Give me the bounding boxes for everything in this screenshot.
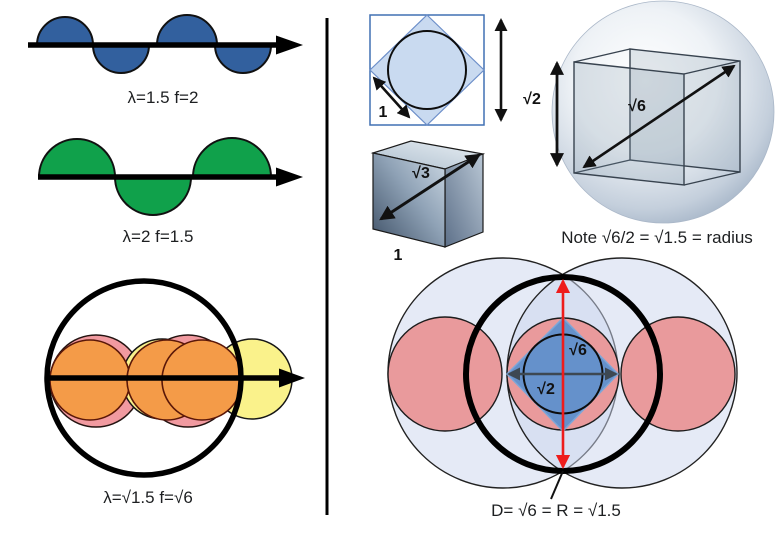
overlapping-circles-figure: √6 √2 D= √6 = R = √1.5 bbox=[387, 257, 738, 520]
salmon-circle-right bbox=[620, 316, 736, 432]
cube-diagonal-label: √3 bbox=[412, 165, 430, 182]
sphere-diagonal-label: √6 bbox=[628, 98, 646, 115]
wave1-arrowhead bbox=[276, 35, 303, 55]
circles-caption: D= √6 = R = √1.5 bbox=[491, 501, 621, 520]
vertical-arrow-label: √6 bbox=[569, 342, 587, 359]
inscribed-square-figure: 1 √2 bbox=[369, 14, 541, 126]
caption-connector-line bbox=[550, 470, 564, 500]
sphere-note: Note √6/2 = √1.5 = radius bbox=[561, 228, 753, 247]
cube-diagonal-arrow bbox=[379, 153, 481, 221]
wave1-label: λ=1.5 f=2 bbox=[128, 88, 199, 107]
wave1-hump bbox=[35, 16, 95, 46]
unit-cube-figure: √3 1 bbox=[370, 140, 486, 264]
side-measure-arrow bbox=[372, 76, 411, 119]
wave1-hump bbox=[213, 44, 273, 74]
sphere-cube-diagonal-arrow bbox=[582, 64, 736, 169]
wave-sqrt15-circle-figure: λ=√1.5 f=√6 bbox=[44, 278, 305, 507]
inscribed-circle bbox=[387, 30, 467, 110]
wave1-hump bbox=[155, 14, 219, 46]
wave2-hump bbox=[191, 137, 273, 178]
horizontal-arrow-label: √2 bbox=[537, 381, 555, 398]
cube-front-face bbox=[573, 61, 685, 186]
wave2-hump bbox=[113, 176, 193, 216]
salmon-circle-left bbox=[387, 316, 503, 432]
cube-side-label: 1 bbox=[394, 247, 403, 264]
wave3-arrowhead bbox=[279, 368, 305, 388]
wave3-label: λ=√1.5 f=√6 bbox=[103, 488, 193, 507]
wave2-label: λ=2 f=1.5 bbox=[123, 227, 194, 246]
wave2-hump bbox=[37, 138, 117, 178]
sphere-cube-figure: √6 Note √6/2 = √1.5 = radius bbox=[550, 0, 775, 247]
height-label: √2 bbox=[523, 91, 541, 108]
wave-lambda2-figure: λ=2 f=1.5 bbox=[37, 137, 303, 246]
side-label: 1 bbox=[379, 104, 388, 121]
wave2-arrowhead bbox=[276, 167, 303, 187]
wave-lambda15-figure: λ=1.5 f=2 bbox=[28, 14, 303, 107]
wave1-hump bbox=[91, 44, 151, 74]
cube-right-face bbox=[444, 153, 484, 248]
